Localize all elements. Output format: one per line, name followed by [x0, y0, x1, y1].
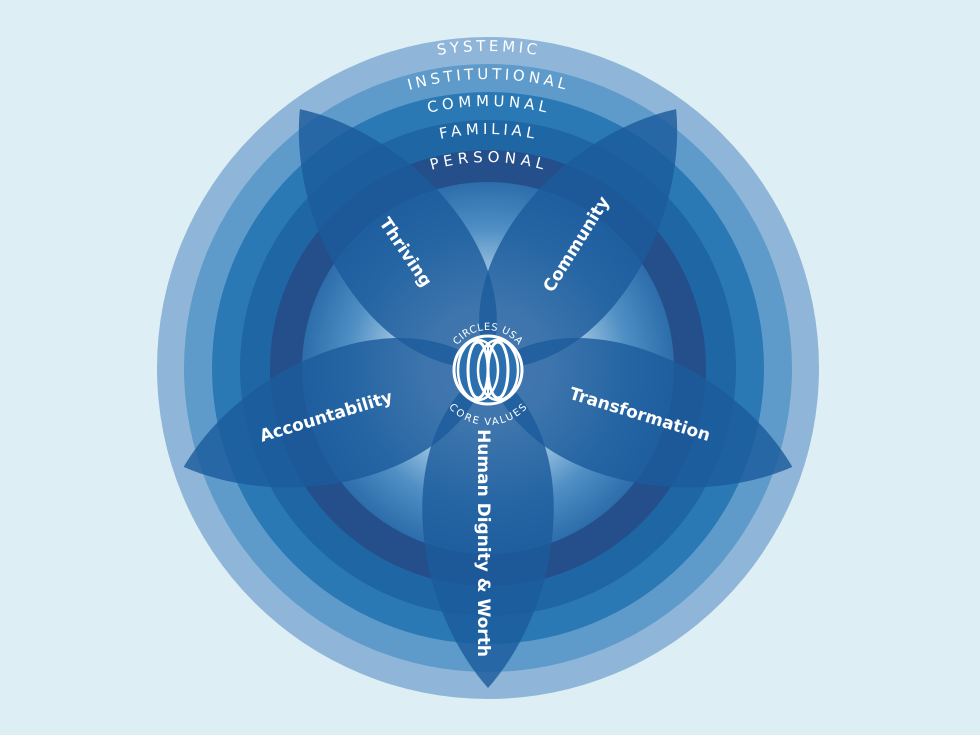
petal-transformation [488, 338, 793, 488]
petal-human-dignity [422, 368, 554, 688]
petals [183, 109, 793, 688]
petal-community [479, 109, 678, 369]
petal-accountability [183, 338, 488, 488]
label-human-dignity: Human Dignity & Worth [473, 429, 493, 657]
petal-thriving [298, 109, 497, 369]
